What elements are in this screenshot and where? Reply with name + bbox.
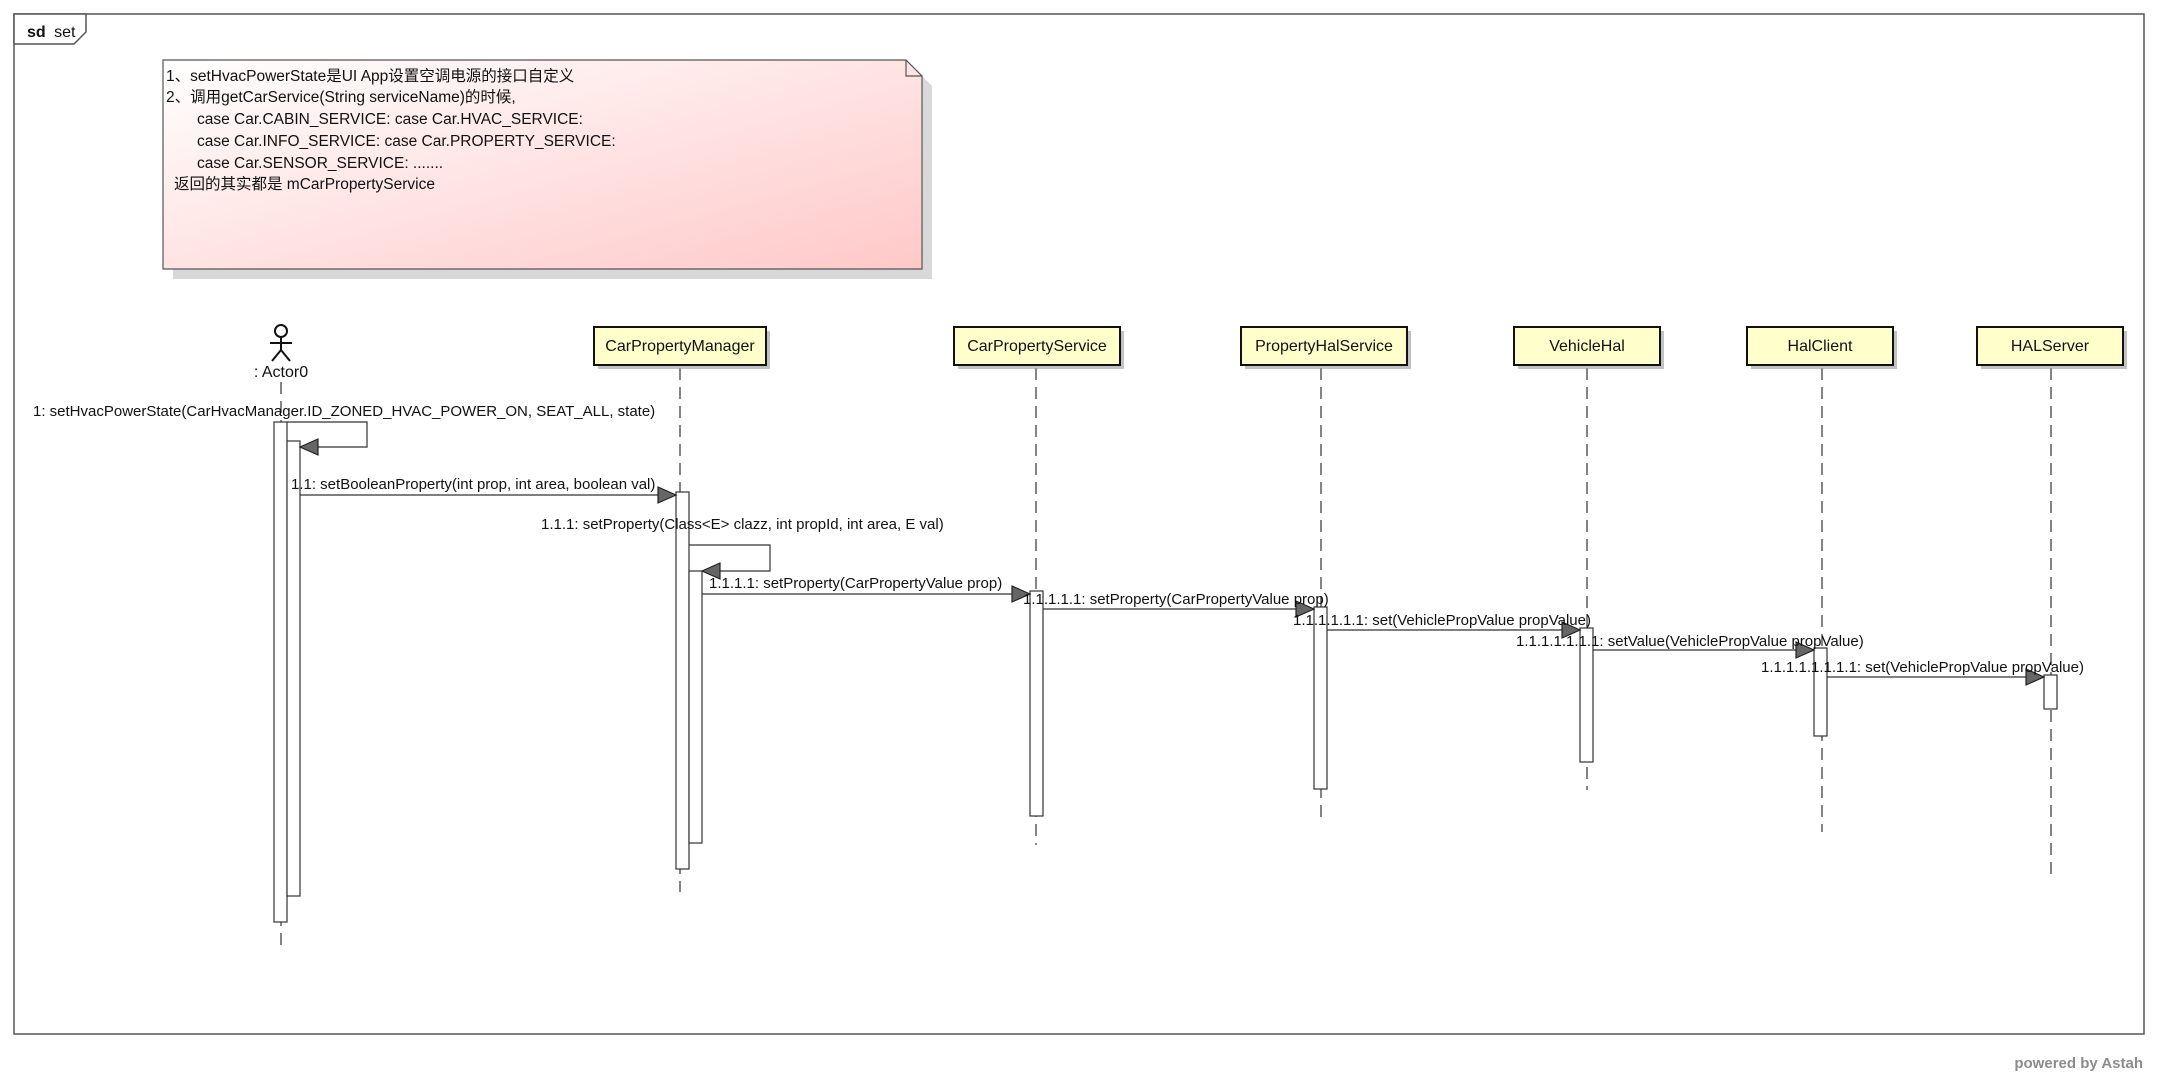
frame-border	[13, 13, 2145, 1035]
note-line-5: case Car.SENSOR_SERVICE: .......	[197, 155, 443, 172]
activation-halclient	[1813, 647, 1828, 737]
participant-halclient: HalClient	[1746, 326, 1897, 369]
note-body	[162, 59, 923, 270]
participant-vehiclehal: VehicleHal	[1513, 326, 1664, 369]
message-1-1-1-1-1-1-1-1-label: 1.1.1.1.1.1.1.1: set(VehiclePropValue pr…	[1761, 659, 2084, 676]
note-fold	[905, 60, 922, 77]
note-line-1: 1、setHvacPowerState是UI App设置空调电源的接口自定义	[166, 67, 574, 85]
activation-actor0	[273, 421, 288, 923]
actor-label: : Actor0	[254, 364, 308, 381]
participant-propertyhalservice: PropertyHalService	[1240, 326, 1411, 369]
message-1-1-1-1-arrowhead	[1011, 585, 1032, 603]
message-labels: 1: setHvacPowerState(CarHvacManager.ID_Z…	[33, 403, 2084, 676]
note-line-6: 返回的其实都是 mCarPropertyService	[174, 175, 435, 193]
participants: CarPropertyManager CarPropertyService Pr…	[593, 326, 2127, 369]
svg-text:CarPropertyService: CarPropertyService	[967, 338, 1107, 355]
message-1-label: 1: setHvacPowerState(CarHvacManager.ID_Z…	[33, 403, 655, 420]
lifelines	[280, 368, 2052, 948]
note-line-4: case Car.INFO_SERVICE: case Car.PROPERTY…	[197, 133, 616, 150]
svg-text:CarPropertyManager: CarPropertyManager	[605, 338, 755, 355]
activation-propertyhalservice	[1313, 606, 1328, 790]
actor-head-icon	[274, 324, 288, 338]
message-1-1-arrowhead	[657, 486, 678, 504]
message-1-1-1-line	[689, 544, 771, 572]
message-1-1-1-1-1-arrowhead	[1295, 600, 1316, 618]
note-line-2: 2、调用getCarService(String serviceName)的时候…	[166, 88, 516, 106]
activation-vehiclehal	[1579, 627, 1594, 763]
message-1-1-1-arrowhead	[700, 562, 721, 580]
message-1-1-label: 1.1: setBooleanProperty(int prop, int ar…	[291, 476, 655, 493]
note: 1、setHvacPowerState是UI App设置空调电源的接口自定义 2…	[162, 59, 932, 279]
actor0	[270, 324, 292, 362]
frame-title: sd set	[27, 24, 76, 41]
frame: sd set	[13, 13, 2145, 1035]
astah-watermark: powered by Astah	[2014, 1055, 2143, 1072]
message-1-line	[287, 421, 368, 448]
message-1-1-1-1-label: 1.1.1.1: setProperty(CarPropertyValue pr…	[709, 575, 1002, 592]
message-1-1-1-1-1-1-label: 1.1.1.1.1.1: set(VehiclePropValue propVa…	[1293, 612, 1591, 629]
activation-halserver	[2043, 674, 2058, 710]
message-1-arrowhead	[298, 438, 319, 456]
frame-title-tab	[13, 13, 87, 45]
participant-halserver: HALServer	[1976, 326, 2127, 369]
message-1-1-1-1-1-label: 1.1.1.1.1: setProperty(CarPropertyValue …	[1023, 591, 1329, 608]
participant-carpropertyservice: CarPropertyService	[953, 326, 1124, 369]
message-1-1-1-1-1-1-1-label: 1.1.1.1.1.1.1: setValue(VehiclePropValue…	[1516, 633, 1864, 650]
svg-text:PropertyHalService: PropertyHalService	[1255, 338, 1393, 355]
activation-actor0-nested	[286, 440, 301, 897]
svg-text:HalClient: HalClient	[1788, 338, 1853, 355]
activation-carpropertymanager-nested	[688, 570, 703, 844]
participant-carpropertymanager: CarPropertyManager	[593, 326, 770, 369]
message-1-1-1-1-1-1-1-1-arrowhead	[2025, 668, 2046, 686]
activations	[273, 421, 2058, 923]
message-1-1-1-label: 1.1.1: setProperty(Class<E> clazz, int p…	[541, 516, 944, 533]
message-1-1-1-1-1-1-arrowhead	[1561, 621, 1582, 639]
activation-carpropertyservice	[1029, 590, 1044, 817]
messages	[287, 421, 2046, 686]
message-1-1-1-1-1-1-1-arrowhead	[1795, 641, 1816, 659]
activation-carpropertymanager	[675, 491, 690, 870]
svg-text:HALServer: HALServer	[2011, 338, 2090, 355]
note-line-3: case Car.CABIN_SERVICE: case Car.HVAC_SE…	[197, 111, 583, 128]
svg-text:VehicleHal: VehicleHal	[1549, 338, 1625, 355]
